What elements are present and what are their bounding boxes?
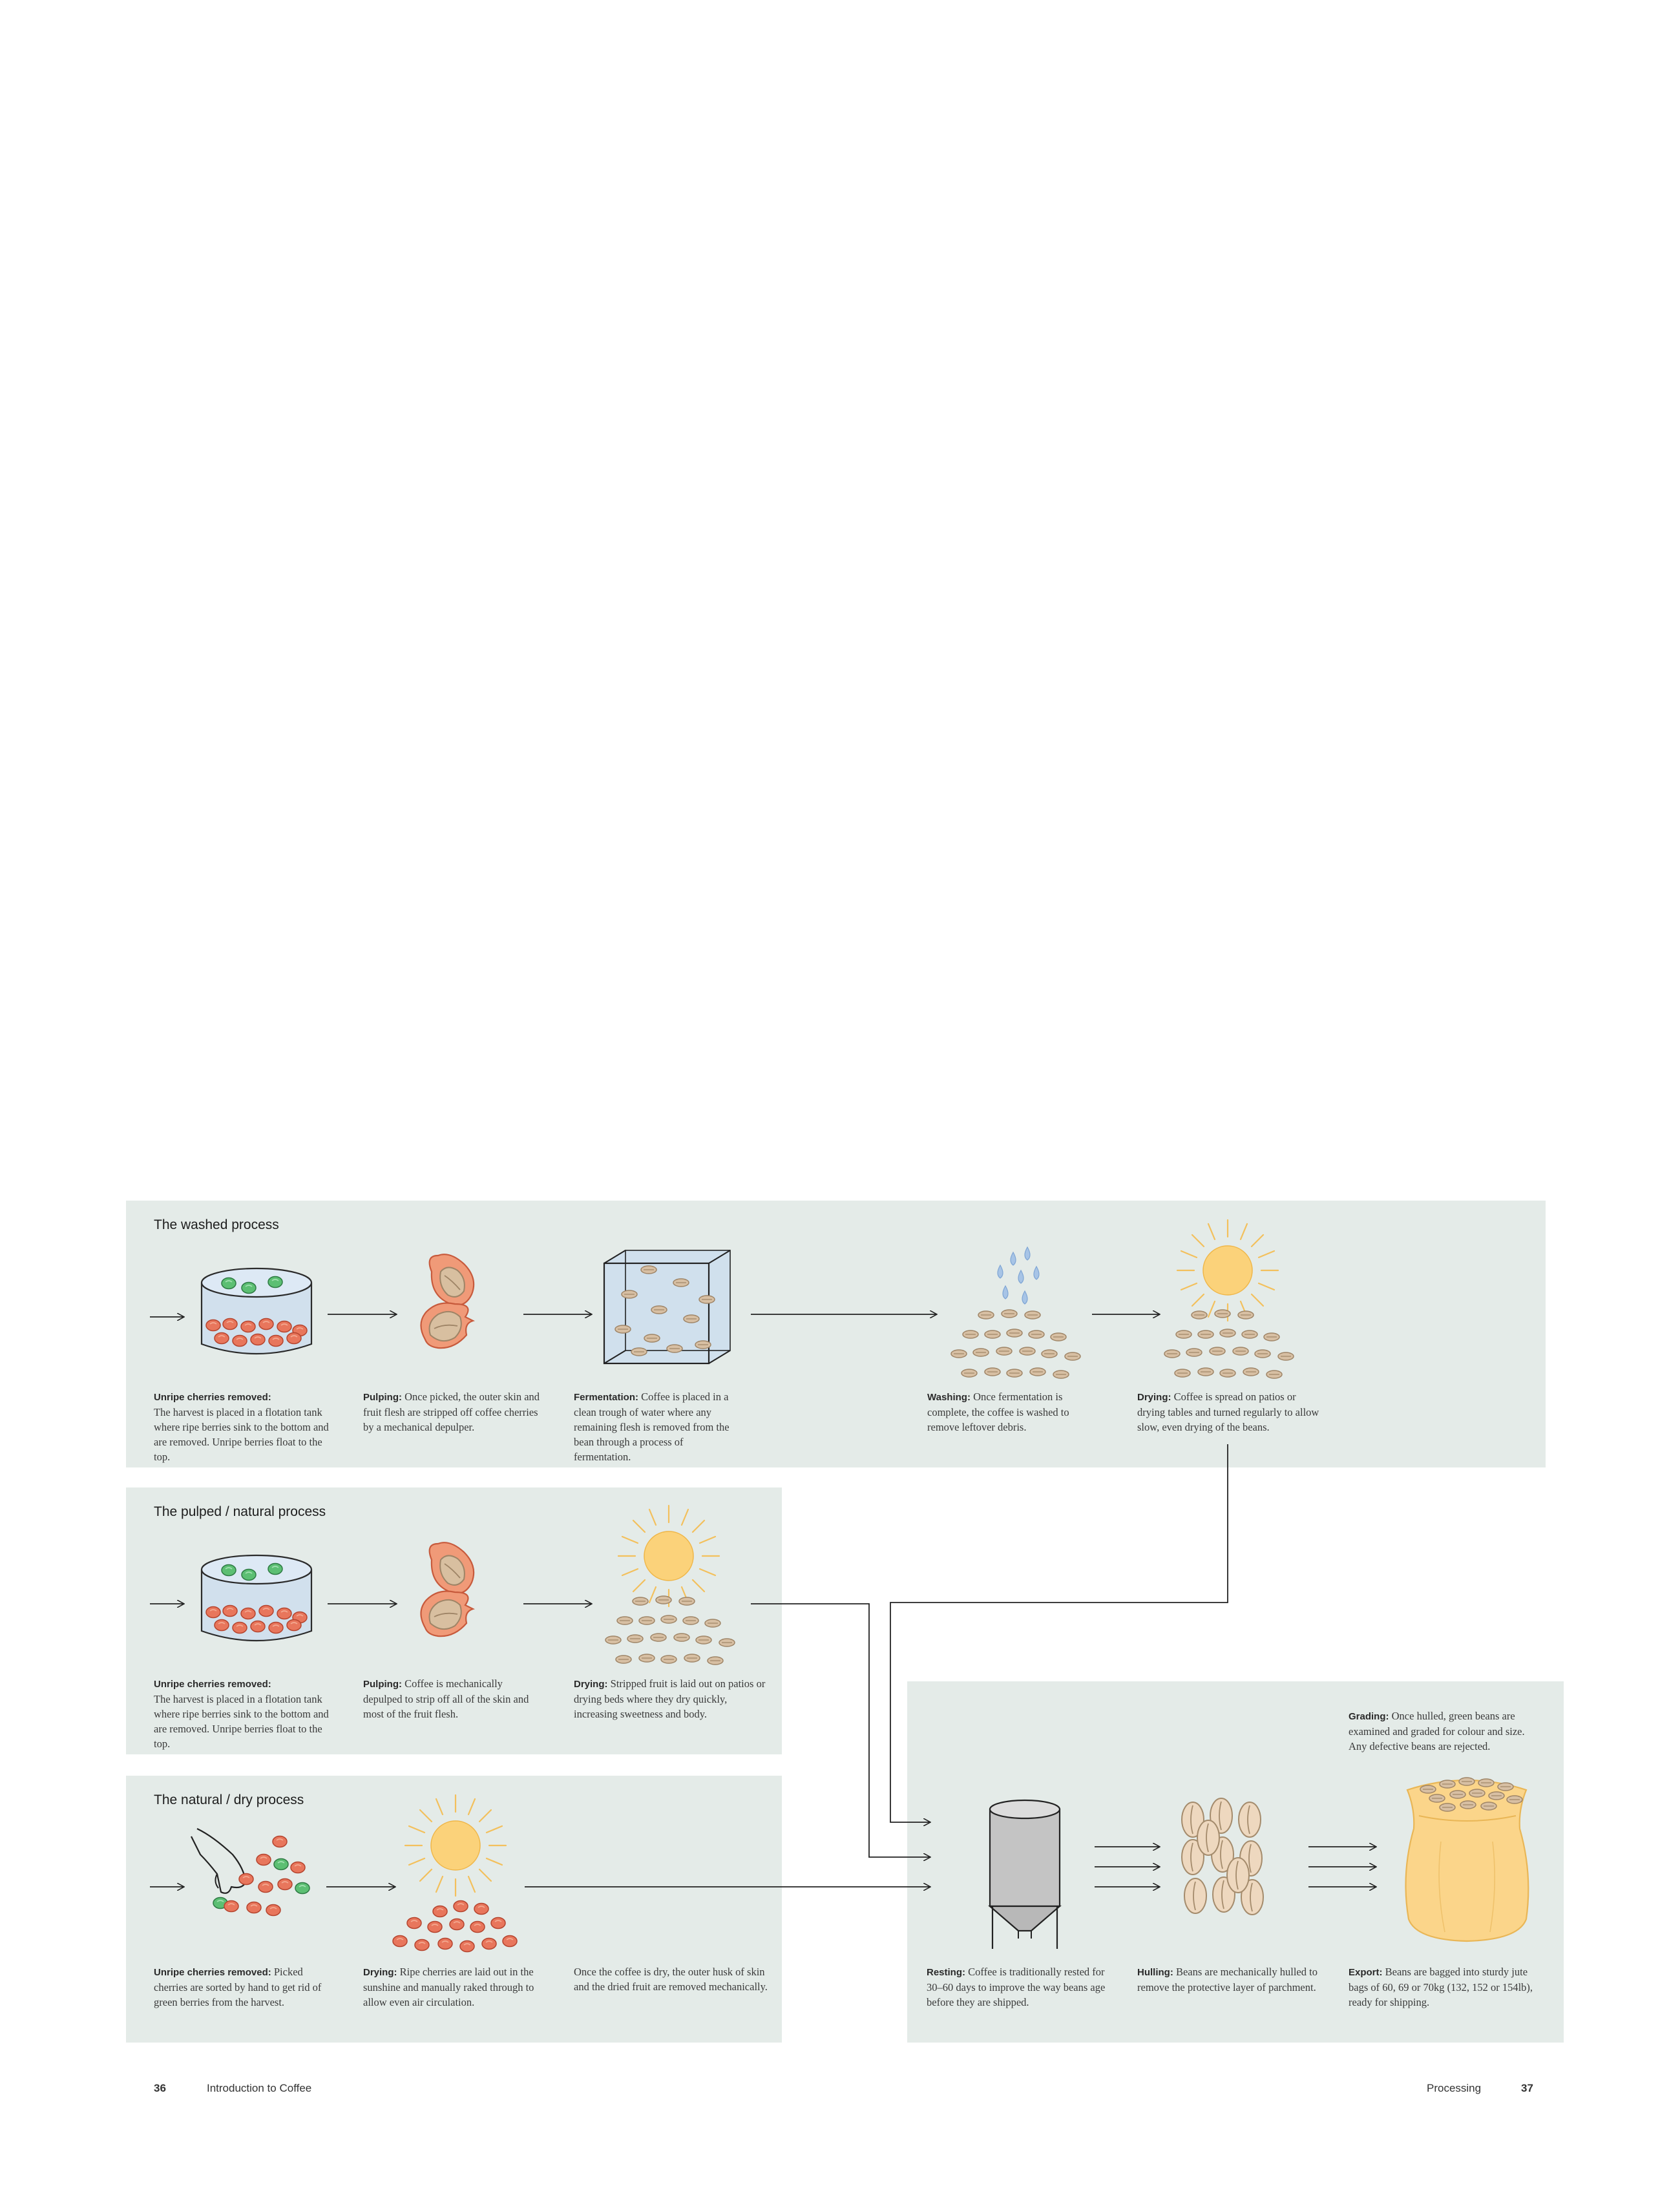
washed-step-1-caption: Unripe cherries removed: The harvest is … (154, 1392, 329, 1463)
natural-step-3-caption: Once the coffee is dry, the outer husk o… (574, 1966, 768, 1993)
hulling-caption: Hulling: Beans are mechanically hulled t… (1137, 1966, 1318, 1993)
pulped-natural-process-title: The pulped / natural process (154, 1504, 326, 1519)
right-running-title: Processing (1427, 2082, 1482, 2094)
water-drops (997, 1246, 1040, 1305)
washed-step-2-caption: Pulping: Once picked, the outer skin and… (363, 1391, 540, 1433)
resting-caption: Resting: Coffee is traditionally rested … (927, 1966, 1106, 2008)
washed-step-4-caption: Washing: Once fermentation is complete, … (927, 1391, 1069, 1433)
left-page-number: 36 (154, 2082, 166, 2094)
natural-step-2-caption: Drying: Ripe cherries are laid out in th… (363, 1966, 534, 2008)
washed-step-5-caption: Drying: Coffee is spread on patios or dr… (1137, 1391, 1319, 1433)
natural-step-1-caption: Unripe cherries removed: Picked cherries… (154, 1966, 322, 2008)
left-running-title: Introduction to Coffee (207, 2082, 312, 2094)
fermentation-trough (603, 1250, 731, 1365)
pulped-step-2-caption: Pulping: Coffee is mechanically depulped… (363, 1677, 529, 1720)
washed-step-3-caption: Fermentation: Coffee is placed in a clea… (574, 1391, 730, 1463)
natural-dry-process-title: The natural / dry process (154, 1792, 304, 1807)
grading-caption: Grading: Once hulled, green beans are ex… (1349, 1710, 1525, 1752)
export-sack (1405, 1777, 1529, 1942)
pulped-step-1-caption: Unripe cherries removed: The harvest is … (154, 1679, 329, 1750)
washed-process-panel (126, 1201, 1546, 1467)
hand-sorting (191, 1828, 310, 1917)
pulped-step-3-caption: Drying: Stripped fruit is laid out on pa… (574, 1677, 766, 1720)
washed-process-title: The washed process (154, 1217, 279, 1232)
resting-silo (988, 1799, 1062, 1949)
hulled-beans (1181, 1798, 1264, 1915)
right-page-number: 37 (1521, 2082, 1533, 2094)
drying-cherries (392, 1900, 518, 1953)
export-caption: Export: Beans are bagged into sturdy jut… (1349, 1966, 1533, 2008)
